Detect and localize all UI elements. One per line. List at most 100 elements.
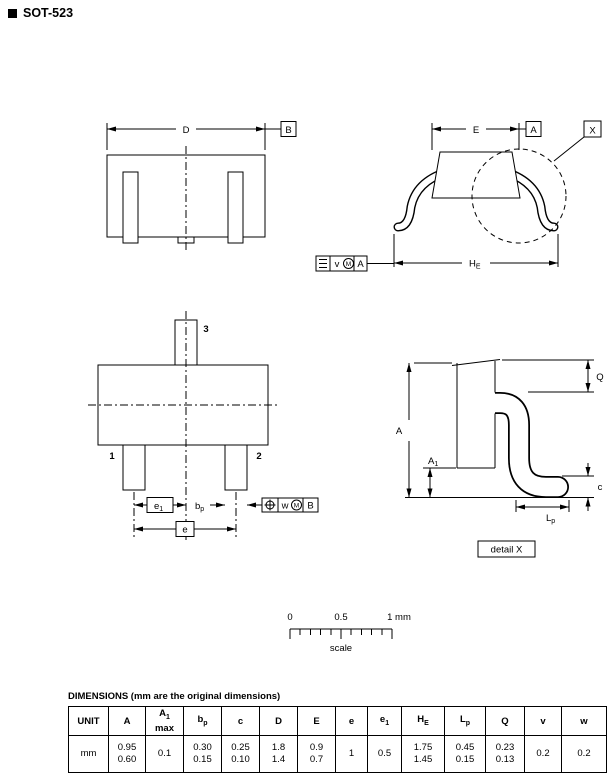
frame-datum-b-label: B — [307, 501, 313, 512]
header-unit: UNIT — [68, 706, 109, 736]
he-dimension-label: HE — [469, 259, 481, 271]
pin-3 — [174, 319, 198, 366]
c-dimension: c — [562, 463, 603, 511]
dimensions-section: DIMENSIONS (mm are the original dimensio… — [68, 691, 607, 773]
a-dimension: A — [396, 362, 452, 498]
table-title: DIMENSIONS (mm are the original dimensio… — [68, 691, 281, 702]
body-cross-section — [457, 362, 495, 468]
q-dimension: Q — [502, 359, 604, 393]
pin-2 — [224, 444, 248, 491]
header-w: w — [561, 706, 607, 736]
detail-x-ref-label: X — [589, 126, 596, 137]
cell-e: 1 — [335, 735, 368, 773]
seating-plane-icon — [319, 259, 327, 268]
e1-dimension-label: e1 — [154, 501, 163, 513]
w-tolerance-frame: w M B — [261, 497, 319, 513]
mmc-circle-icon — [291, 499, 302, 511]
lp-dimension: Lp — [515, 500, 570, 525]
mmc-m-label: M — [294, 503, 299, 510]
e-dimension-label: e — [182, 525, 187, 536]
detail-x-ref-box — [583, 120, 602, 138]
header-q: Q — [485, 706, 525, 736]
q-dimension-label: Q — [596, 372, 603, 383]
header-lp: Lp — [444, 706, 486, 736]
mmc-circle-icon — [343, 258, 354, 269]
datum-b-box — [280, 121, 297, 137]
cell-unit: mm — [68, 735, 109, 773]
header-d: D — [259, 706, 298, 736]
w-tolerance-label: w — [281, 501, 289, 512]
mmc-m-label: M — [346, 261, 351, 268]
d-dimension: D — [106, 123, 281, 150]
datum-b-label: B — [285, 125, 291, 136]
detail-x-leader-line — [553, 136, 585, 162]
pin-3-number: 3 — [203, 324, 208, 335]
bp-dimension: bp — [195, 501, 262, 513]
lead-1-side — [122, 171, 139, 244]
frame-datum-a-label: A — [357, 259, 364, 270]
pin-1 — [122, 444, 146, 491]
v-tolerance-label: v — [335, 259, 340, 270]
cell-e1: 0.5 — [367, 735, 402, 773]
header-e1: e1 — [367, 706, 402, 736]
package-outline-drawing: D B E A X — [88, 120, 604, 654]
package-name: SOT-523 — [23, 6, 74, 20]
detail-x-circle — [471, 148, 567, 244]
header-v: v — [524, 706, 562, 736]
detail-x-label-box — [477, 540, 536, 558]
he-dimension: HE — [393, 234, 559, 271]
header-e-cap: E — [297, 706, 336, 736]
end-view: E A X HE v — [315, 120, 602, 272]
page-title: SOT-523 — [8, 6, 73, 20]
side-view: D B — [106, 121, 297, 252]
pin-2-number: 2 — [256, 451, 261, 462]
v-tolerance-frame: v M A — [315, 255, 394, 272]
lp-dimension-label: Lp — [546, 513, 555, 525]
c-dimension-label: c — [598, 482, 603, 493]
scale-zero-label: 0 — [287, 612, 292, 623]
header-he: HE — [401, 706, 445, 736]
detail-x-label: detail X — [491, 545, 523, 556]
lead-2-side — [227, 171, 244, 244]
cell-a1: 0.1 — [145, 735, 184, 773]
datum-a-label: A — [530, 125, 537, 136]
header-bp: bp — [183, 706, 222, 736]
cell-w: 0.2 — [561, 735, 607, 773]
a1-dimension: A1 — [423, 456, 456, 498]
scale-ruler-ticks — [289, 629, 393, 639]
scale-half-label: 0.5 — [334, 612, 347, 623]
bullet-square-icon — [8, 8, 17, 18]
bp-dimension-label: bp — [195, 501, 204, 513]
cell-v: 0.2 — [524, 735, 562, 773]
scale-one-label: 1 mm — [387, 612, 411, 623]
e1-dimension: e1 — [134, 497, 186, 513]
body-break-line — [451, 359, 501, 366]
a1-dimension-label: A1 — [428, 456, 438, 468]
a-dimension-label: A — [396, 426, 403, 437]
header-a: A — [108, 706, 146, 736]
e-cap-dimension: E — [431, 123, 526, 150]
d-dimension-label: D — [183, 125, 190, 136]
top-view: 3 1 2 e1 bp w — [88, 311, 319, 540]
scale-bar: 0 0.5 1 mm scale — [287, 612, 411, 654]
detail-x-view: A A1 Q c Lp — [396, 359, 604, 558]
header-e: e — [335, 706, 368, 736]
package-body-end — [431, 151, 521, 199]
pin-1-number: 1 — [109, 451, 115, 462]
e-dimension: e — [134, 521, 236, 537]
e-cap-dimension-label: E — [473, 125, 479, 136]
datum-a-box — [525, 121, 542, 137]
